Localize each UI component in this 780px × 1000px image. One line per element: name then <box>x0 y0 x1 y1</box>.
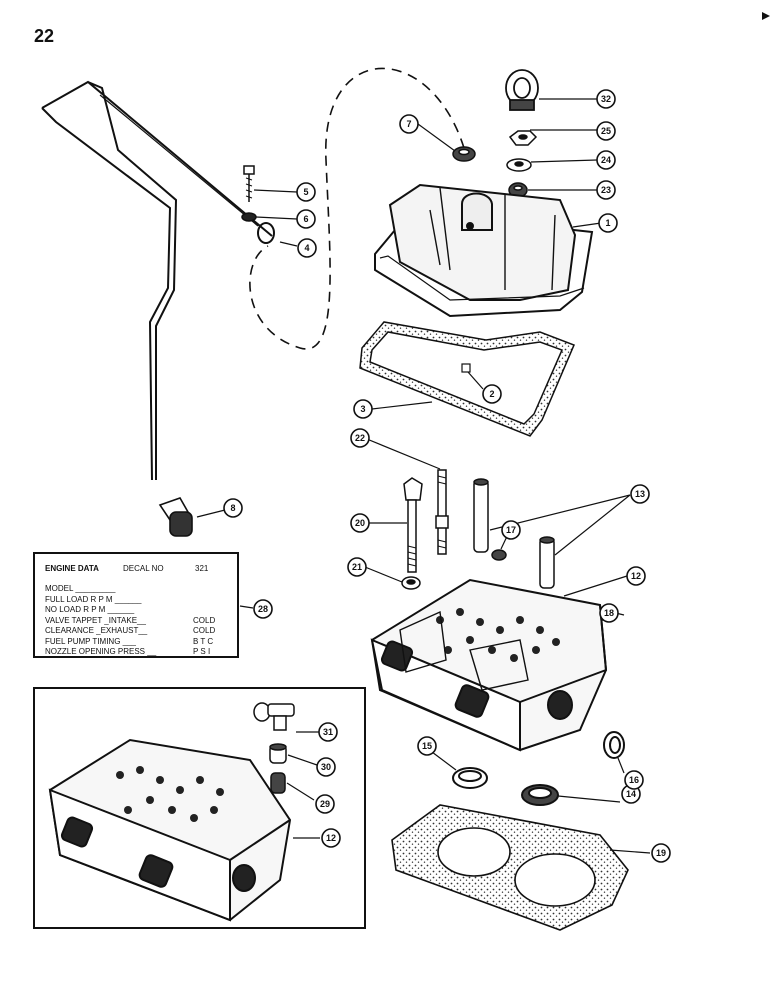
decal-row-label: FULL LOAD R P M ______ <box>45 594 142 604</box>
callout-label: 15 <box>422 741 432 751</box>
callout-label: 30 <box>321 762 331 772</box>
callout-label: 32 <box>601 94 611 104</box>
washer <box>506 158 532 172</box>
decal-row: CLEARANCE _EXHAUST__ COLD <box>45 626 233 637</box>
small-nut <box>461 363 471 373</box>
seal-washer <box>508 182 528 198</box>
decal-title: ENGINE DATA <box>45 564 99 573</box>
callout-label: 18 <box>604 608 614 618</box>
washer <box>401 576 421 590</box>
callout-label: 4 <box>304 243 309 253</box>
seal-ring <box>521 784 559 806</box>
callout-label: 25 <box>601 126 611 136</box>
grommet <box>452 146 476 162</box>
callout-label: 29 <box>320 799 330 809</box>
callout-label: 12 <box>631 571 641 581</box>
decal-row: NO LOAD R P M ______ <box>45 605 233 616</box>
engine-data-decal: ENGINE DATA DECAL NO 321 MODEL _________… <box>33 552 239 658</box>
callout-label: 7 <box>406 119 411 129</box>
callout-label: 16 <box>629 775 639 785</box>
breather-tube <box>41 80 275 481</box>
decal-row-label: FUEL PUMP TIMING ___ <box>45 636 136 646</box>
callout-label: 2 <box>489 389 494 399</box>
decal-row-label: CLEARANCE _EXHAUST__ <box>45 626 148 635</box>
decal-header: ENGINE DATA DECAL NO 321 <box>45 564 229 575</box>
callout-label: 14 <box>626 789 636 799</box>
decal-row-value: COLD <box>193 626 216 635</box>
cylinder-head <box>370 578 608 752</box>
callout-label: 23 <box>601 185 611 195</box>
decal-row-label: NO LOAD R P M ______ <box>45 605 135 614</box>
callout-label: 12 <box>326 833 336 843</box>
callout-label: 19 <box>656 848 666 858</box>
sleeve-nut <box>270 772 286 794</box>
clamp <box>158 497 193 537</box>
inset-cylinder-head <box>48 738 292 922</box>
callout-label: 31 <box>323 727 333 737</box>
decal-number: 321 <box>195 564 209 573</box>
decal-row-value: B T C <box>193 636 214 646</box>
sleeve <box>473 478 555 589</box>
stud <box>435 469 449 555</box>
decal-rows: MODEL _________ FULL LOAD R P M ______ N… <box>45 584 233 658</box>
callout-labels: 1 2 3 4 5 6 7 8 12 12 13 14 15 16 17 18 … <box>230 94 666 858</box>
decal-row: NOZZLE OPENING PRESS __ P S I <box>45 647 233 658</box>
callout-label: 13 <box>635 489 645 499</box>
lifting-eye <box>505 69 539 111</box>
callout-label: 17 <box>506 525 516 535</box>
decal-row-label: MODEL _________ <box>45 584 116 593</box>
decal-row-value: COLD <box>193 615 216 625</box>
callout-circles <box>223 89 671 863</box>
decal-row-value: P S I <box>193 647 211 656</box>
callout-label: 6 <box>303 214 308 224</box>
decal-number-label: DECAL NO <box>123 564 164 573</box>
head-bolt <box>403 477 423 573</box>
decal-row: FUEL PUMP TIMING ___ B T C <box>45 637 233 648</box>
page-number: 22 <box>34 26 55 46</box>
callout-label: 3 <box>360 404 365 414</box>
seal <box>491 549 507 561</box>
callout-label: 5 <box>303 187 308 197</box>
leader-lines <box>196 98 651 854</box>
o-ring <box>452 767 488 789</box>
nut <box>508 130 538 146</box>
routing-line <box>249 67 465 350</box>
cover-gasket <box>359 321 575 437</box>
adapter <box>269 743 287 764</box>
callout-label: 24 <box>601 155 611 165</box>
head-gasket <box>391 804 629 931</box>
decal-row: VALVE TAPPET _INTAKE__ COLD <box>45 616 233 627</box>
callout-label: 22 <box>355 433 365 443</box>
inset-frame <box>33 687 366 929</box>
callout-label: 28 <box>258 604 268 614</box>
o-ring <box>603 731 625 759</box>
injector-fitting <box>253 702 295 731</box>
decal-row-label: NOZZLE OPENING PRESS __ <box>45 647 157 656</box>
callout-label: 21 <box>352 562 362 572</box>
callout-label: 8 <box>230 503 235 513</box>
valve-cover <box>374 183 594 318</box>
decal-row-label: VALVE TAPPET _INTAKE__ <box>45 615 146 625</box>
corner-arrow-icon <box>762 12 770 20</box>
callout-label: 1 <box>605 218 610 228</box>
decal-row: MODEL _________ <box>45 584 233 595</box>
callout-label: 20 <box>355 518 365 528</box>
decal-row: FULL LOAD R P M ______ <box>45 595 233 606</box>
